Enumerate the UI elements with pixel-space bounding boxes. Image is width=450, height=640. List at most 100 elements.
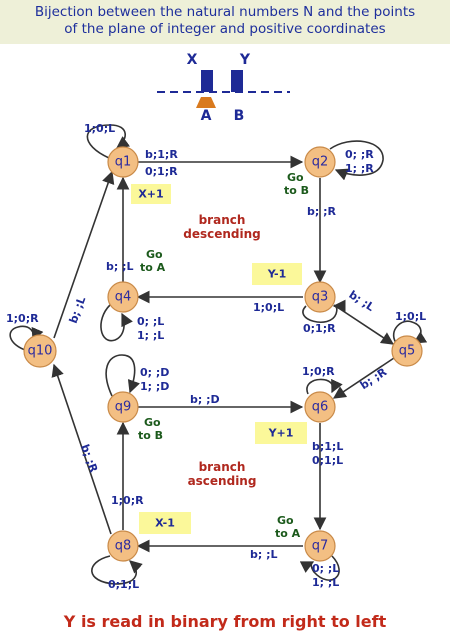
box-y-plus-label: Y+1: [268, 427, 294, 440]
label-q1-q2-a: b;1;R: [145, 148, 178, 161]
label-q9-loop-a: 0; ;D: [140, 366, 169, 379]
state-q4-label: q4: [115, 290, 132, 305]
header-line-1: Bijection between the natural numbers N …: [34, 4, 416, 20]
transition-labels: 1;0;L b;1;R 0;1;R 0; ;R 1; ;R Go to B b;…: [6, 122, 426, 591]
label-q2-loop-a: 0; ;R: [345, 148, 374, 161]
box-x-plus: [131, 184, 171, 204]
state-q8-label: q8: [115, 539, 132, 554]
operation-boxes: X+1 Y-1 Y+1 X-1: [131, 184, 307, 534]
tape-label-y: Y: [239, 52, 251, 68]
box-x-plus-label: X+1: [138, 188, 163, 201]
edge-q5-q6: [332, 357, 395, 399]
loop-q6: [306, 378, 343, 395]
state-q5-label: q5: [399, 344, 416, 359]
loop-q3: [302, 299, 346, 323]
label-q9-goto-a: Go: [144, 416, 161, 429]
branch-descending-line-1: branch: [199, 213, 246, 227]
state-q7-label: q7: [312, 539, 329, 554]
label-q8-loop: 0;1;L: [108, 578, 139, 591]
loop-q2: [329, 140, 384, 181]
label-q8-q10: b; ;R: [78, 443, 100, 475]
label-q2-q3: b; ;R: [307, 205, 337, 218]
loop-q4: [100, 304, 133, 342]
branch-descending-line-2: descending: [183, 227, 261, 241]
tape-cell-x: [201, 70, 213, 92]
label-q2-goto-b: to B: [284, 184, 309, 197]
label-q7-goto-a: Go: [277, 514, 294, 527]
branch-ascending-line-1: branch: [199, 460, 246, 474]
state-q5: q5: [391, 335, 423, 367]
label-q9-goto-b: to B: [138, 429, 163, 442]
label-q6-loop: 1;0;R: [302, 365, 335, 378]
header-line-2: of the plane of integer and positive coo…: [64, 21, 386, 37]
label-q4-loop-b: 1; ;L: [137, 329, 164, 342]
label-q4-q1: b; ;L: [106, 260, 134, 273]
label-q7-loop-a: 0; ;L: [312, 562, 339, 575]
label-q9-q6: b; ;D: [190, 393, 220, 406]
label-q2-goto-a: Go: [287, 171, 304, 184]
state-q10: q10: [23, 334, 57, 368]
state-q10-label: q10: [28, 344, 53, 359]
loop-q1: [86, 124, 131, 159]
edge-q3-q5: [333, 304, 395, 345]
label-q3-loop: 0;1;R: [303, 322, 336, 335]
label-q7-loop-b: 1; ;L: [312, 576, 339, 589]
branch-ascending-line-2: ascending: [188, 474, 257, 488]
box-x-minus-label: X-1: [155, 517, 175, 530]
state-q1-label: q1: [115, 155, 132, 170]
label-q3-q5: b; ;L: [346, 288, 376, 314]
tape-label-x: X: [187, 52, 198, 68]
state-q2: q2: [304, 146, 336, 178]
header-banner: Bijection between the natural numbers N …: [0, 0, 450, 44]
label-q2-loop-b: 1; ;R: [345, 162, 374, 175]
label-q6-q7-a: b;1;L: [312, 440, 343, 453]
edge-q8-q10: [51, 363, 112, 535]
state-q7: q7: [304, 530, 336, 562]
label-q5-q6: b; ;R: [358, 365, 390, 392]
state-q9-label: q9: [115, 400, 132, 415]
state-q6: q6: [304, 391, 336, 423]
label-q5-loop: 1;0;L: [395, 310, 426, 323]
tape-label-a: A: [201, 108, 212, 124]
loop-q10: [9, 325, 44, 352]
loop-q9: [105, 354, 140, 397]
footer-caption: Y is read in binary from right to left: [63, 612, 387, 631]
state-q6-label: q6: [312, 400, 329, 415]
tape-head-icon: [196, 97, 216, 108]
label-q1-q2-b: 0;1;R: [145, 165, 178, 178]
state-q3-label: q3: [312, 290, 329, 305]
box-y-minus-label: Y-1: [267, 268, 287, 281]
box-y-plus: [255, 422, 307, 444]
state-q3: q3: [304, 281, 336, 313]
state-q4: q4: [107, 281, 139, 313]
tape-cell-y: [231, 70, 243, 92]
state-q1: q1: [107, 146, 139, 178]
state-q8: q8: [107, 530, 139, 562]
state-q9: q9: [107, 391, 139, 423]
label-q4-loop-a: 0; ;L: [137, 315, 164, 328]
label-q1-loop: 1;0;L: [84, 122, 115, 135]
loop-q8: [91, 555, 143, 585]
edge-q10-q1: [53, 170, 115, 339]
label-q8-q9: 1;0;R: [111, 494, 144, 507]
label-q4-goto-b: to A: [140, 261, 166, 274]
label-q3-q4: 1;0;L: [253, 301, 284, 314]
label-q6-q7-b: 0;1;L: [312, 454, 343, 467]
states: q1 q2 q3 q4 q5 q6 q7 q8 q9 q10: [23, 146, 423, 562]
label-q7-goto-b: to A: [275, 527, 301, 540]
loop-q5: [392, 320, 428, 344]
state-q2-label: q2: [312, 155, 329, 170]
label-q10-loop: 1;0;R: [6, 312, 39, 325]
box-x-minus: [139, 512, 191, 534]
tape-label-b: B: [234, 108, 245, 124]
loop-q7: [299, 555, 340, 581]
box-y-minus: [252, 263, 302, 285]
edges: [9, 124, 428, 585]
branch-captions: branch descending branch ascending: [183, 213, 261, 488]
label-q7-q8: b; ;L: [250, 548, 278, 561]
tape-illustration: X Y A B: [157, 52, 290, 124]
label-q10-q1: b; ;L: [67, 295, 89, 325]
label-q4-goto-a: Go: [146, 248, 163, 261]
label-q9-loop-b: 1; ;D: [140, 380, 169, 393]
